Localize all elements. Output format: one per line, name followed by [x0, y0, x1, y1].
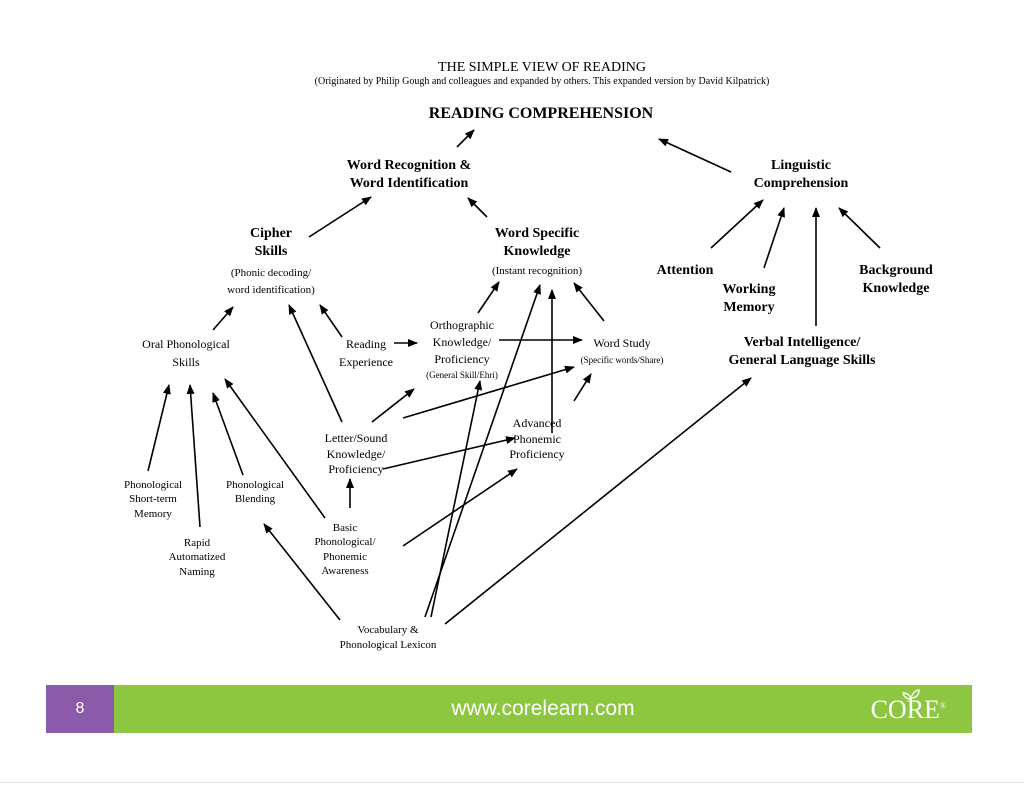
arrow-reading-to-cipher [319, 304, 343, 338]
arrow-background-to-linguistic [838, 207, 881, 249]
node-orthographic-note: (General Skill/Ehri) [426, 370, 498, 380]
arrow-rapid-to-oral [186, 384, 201, 528]
node-attention: Attention [656, 263, 714, 278]
arrow-lettersound-to-cipher [288, 304, 343, 423]
arrow-attention-to-linguistic [710, 199, 764, 249]
arrow-linguistic-to-comprehension [658, 138, 732, 173]
arrow-vocab-to-verbal [444, 377, 752, 625]
core-logo: CORE® [870, 695, 946, 724]
arrow-lettersound-to-orthographic [371, 388, 415, 423]
arrow-cipher-to-wordrec [308, 196, 372, 238]
arrow-lettersound-to-advanced [382, 436, 516, 470]
node-word-specific-note: (Instant recognition) [491, 265, 583, 277]
page-title: THE SIMPLE VIEW OF READING [438, 60, 646, 75]
node-reading-comprehension: READING COMPREHENSION [428, 105, 654, 122]
node-word-study-note: (Specific words/Share) [580, 355, 664, 365]
arrow-oral-to-cipher [212, 306, 234, 331]
arrow-blending-to-oral [212, 392, 244, 476]
node-vocabulary-lexicon: Vocabulary &Phonological Lexicon [339, 624, 437, 651]
page-number: 8 [46, 685, 114, 733]
footer-bar: 8 www.corelearn.com CORE® [46, 685, 972, 733]
arrow-wordstudy-to-wordspecific [573, 282, 605, 322]
arrow-vocab-to-blending [263, 523, 341, 621]
arrow-vocab-to-orthographic [430, 380, 483, 618]
node-word-study: Word Study [593, 336, 651, 350]
node-word-recognition: Word Recognition &Word Identification [346, 158, 472, 191]
arrow-basic-to-advanced [402, 468, 518, 547]
arrow-memory-to-linguistic [763, 207, 785, 269]
arrow-lettersound-to-wordstudy [402, 365, 575, 419]
page-bottom-rule [0, 782, 1024, 783]
node-cipher-skills-note: (Phonic decoding/word identification) [227, 267, 315, 297]
sprout-icon [902, 689, 920, 702]
website-link[interactable]: www.corelearn.com [451, 697, 635, 720]
page-subtitle: (Originated by Philip Gough and colleagu… [314, 76, 770, 87]
arrow-wordspecific-to-wordrec [467, 197, 488, 218]
arrow-stm-to-oral [147, 384, 171, 472]
arrow-basic-to-oral [224, 378, 326, 519]
arrow-wordrec-to-comprehension [456, 129, 475, 148]
arrow-orthographic-to-wordspecific [477, 281, 500, 314]
arrow-vocab-to-wordspecific [424, 284, 541, 618]
arrow-advanced-to-wordstudy [573, 373, 592, 402]
node-verbal-intelligence: Verbal Intelligence/General Language Ski… [728, 335, 876, 368]
